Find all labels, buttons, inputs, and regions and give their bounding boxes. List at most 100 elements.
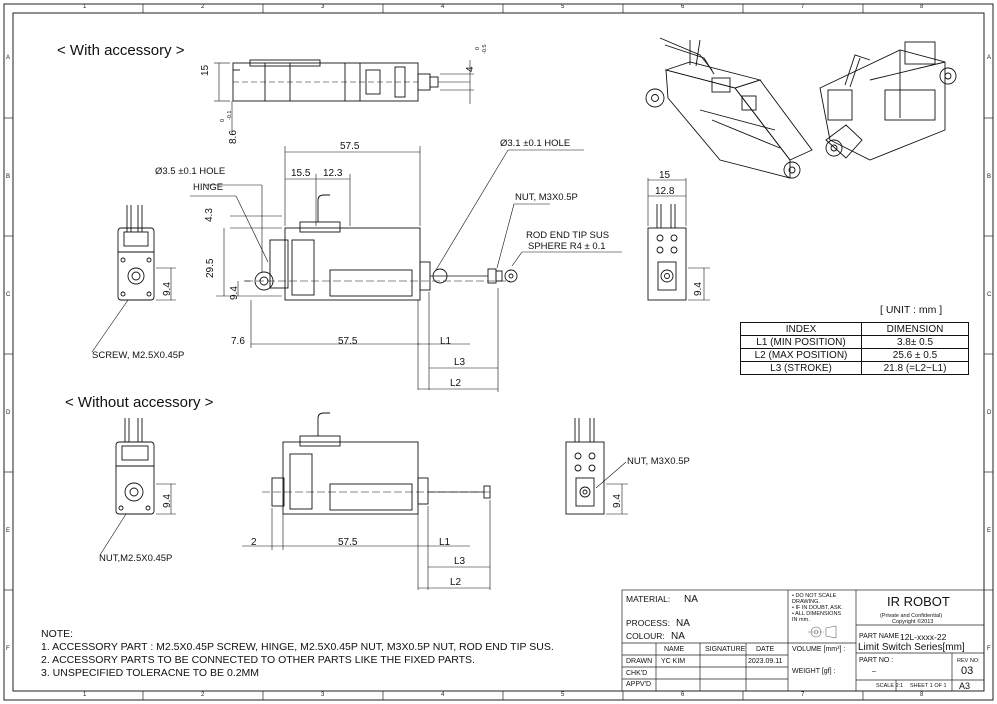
end-view-with-dims [647,178,710,301]
zone-col-3: 3 [321,4,325,10]
dim-2: 2 [251,537,257,548]
end-view-with [647,204,687,301]
zone-row-e-right: E [987,528,992,534]
rev-label: REV NO: [957,658,980,664]
drawn-name: YC KIM [661,658,686,665]
dim-15-5: 15.5 [291,168,311,179]
zone-col-7-bottom: 7 [801,692,805,698]
dim-9-4-end: 9.4 [693,282,704,296]
process-value: NA [676,618,690,629]
dim-57-5-top: 57.5 [340,141,360,152]
row-dimension: 25.6 ± 0.5 [861,348,969,362]
row-index: L3 (STROKE) [740,361,862,375]
scale: SCALE 2:1 [876,683,904,689]
front-view-with-dims [156,267,176,301]
part-no-value: – [872,668,876,675]
zone-row-d-right: D [987,410,992,416]
zone-col-6: 6 [681,4,685,10]
dim-15-end: 15 [659,170,671,181]
projection-symbol [808,625,837,639]
colour-value: NA [671,631,685,642]
zone-col-6-bottom: 6 [681,692,685,698]
row-dimension: 21.8 (=L2−L1) [861,361,969,375]
table-row: L2 (MAX POSITION) 25.6 ± 0.5 [740,348,969,362]
zone-row-b: B [6,174,11,180]
dim-12-8: 12.8 [655,186,675,197]
callout-sphere: SPHERE R4 ± 0.1 [528,241,606,252]
callout-rod-end: ROD END TIP SUS [526,230,610,241]
notes-title: NOTE: [41,628,74,640]
material-label: MATERIAL: [626,594,671,604]
top-view-dims [214,60,474,132]
dim-29-5: 29.5 [205,258,216,278]
zone-row-f: F [6,646,10,652]
small-note: DRAWING. [792,599,820,605]
zone-col-2-bottom: 2 [201,692,205,698]
zone-row-f-right: F [987,646,991,652]
row-dimension: 3.8± 0.5 [861,335,969,349]
note-item: 2. ACCESSORY PARTS TO BE CONNECTED TO OT… [41,654,475,666]
with-accessory-heading: < With accessory > [57,42,185,59]
dim-9-4-end-without: 9.4 [612,494,623,508]
company-name: IR ROBOT [887,594,950,609]
sheet-size: A3 [959,681,971,691]
notes-block: NOTE: 1. ACCESSORY PART : M2.5X0.45P SCR… [41,628,554,680]
zone-col-7: 7 [801,4,805,10]
side-view-with-dims [190,146,622,392]
zone-col-3-bottom: 3 [321,692,325,698]
without-accessory-heading: < Without accessory > [65,394,214,411]
dim-9-4-side: 9.4 [229,286,240,300]
callout-nut-m3-without: NUT, M3X0.5P [627,456,690,467]
zone-col-4-bottom: 4 [441,692,445,698]
part-no-label: PART NO : [859,657,894,664]
table-row: L3 (STROKE) 21.8 (=L2−L1) [740,361,969,375]
side-view-without [262,412,491,515]
zone-row-c-right: C [987,292,992,298]
dim-9-4-front: 9.4 [162,282,173,296]
small-note: • IF IN DOUBT, ASK. [792,605,843,611]
drawing-notes-small: • DO NOT SCALE DRAWING. • IF IN DOUBT, A… [792,593,843,623]
zone-row-a: A [6,55,11,61]
zone-row-a-right: A [987,55,992,61]
zone-col-4: 4 [441,4,445,10]
drawn-date: 2023.09.11 [748,658,783,665]
dim-L2: L2 [450,378,462,389]
row-index: L2 (MAX POSITION) [740,348,862,362]
dim-4: 4 [465,66,476,72]
dim-L3-without: L3 [454,556,466,567]
process-label: PROCESS: [626,618,670,628]
dim-L1: L1 [440,336,452,347]
callout-hole-3-1: Ø3.1 ±0.1 HOLE [500,138,571,149]
material-value: NA [684,594,698,605]
side-view-with [245,194,518,301]
table-row: L1 (MIN POSITION) 3.8± 0.5 [740,335,969,349]
zone-row-b-right: B [987,174,992,180]
title-block-grid [621,589,985,692]
callout-hole-3-5: Ø3.5 ±0.1 HOLE [155,166,226,177]
zone-col-1-bottom: 1 [83,692,87,698]
unit-label: [ UNIT : mm ] [880,304,943,316]
note-item: 1. ACCESSORY PART : M2.5X0.45P SCREW, HI… [41,641,554,653]
side-view-without-dims [242,500,491,590]
col-signature: SIGNATURE [705,646,746,653]
dim-L1-without: L1 [439,537,451,548]
dim-4-tol-b: -0.5 [482,44,488,54]
row-index: L1 (MIN POSITION) [740,335,862,349]
end-view-without [565,418,627,515]
dim-7-6: 7.6 [231,336,245,347]
dim-9-4-front-without: 9.4 [162,494,173,508]
colour-label: COLOUR: [626,631,665,641]
iso-view-left [645,37,813,179]
header-dimension: DIMENSION [861,322,969,336]
dim-4-3: 4.3 [204,208,215,222]
zone-row-c: C [6,292,11,298]
zone-col-5: 5 [561,4,565,10]
confidential: (Private and Confidential) [880,613,943,619]
zone-col-5-bottom: 5 [561,692,565,698]
outer-border [3,3,994,701]
small-note: IN mm. [792,617,810,623]
rev-value: 03 [961,665,974,677]
inner-border [12,12,985,692]
